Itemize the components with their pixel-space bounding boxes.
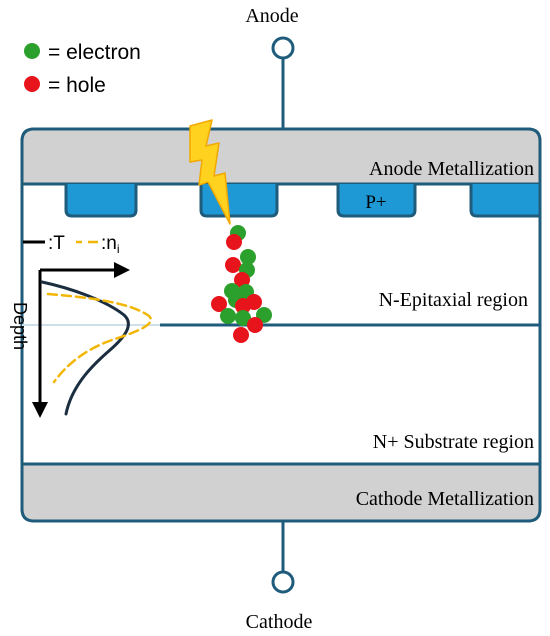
legend-electron-dot — [24, 43, 40, 59]
cathode-terminal — [271, 570, 295, 594]
legend-ni-label: :ni — [101, 233, 120, 256]
intrinsic-carrier-profile-curve — [46, 292, 152, 384]
lightning-strike-icon — [189, 119, 231, 225]
legend-hole-label: = hole — [48, 74, 106, 97]
p-plus-implant-3 — [336, 184, 417, 218]
epi-region-label: N-Epitaxial region — [379, 289, 528, 311]
inset-profile: :T :ni Depth — [10, 233, 152, 418]
substrate-region-label: N+ Substrate region — [373, 431, 534, 453]
anode-metallization-label: Anode Metallization — [369, 158, 534, 180]
carrier-cluster — [211, 225, 272, 343]
legend-electron-label: = electron — [48, 41, 141, 64]
p-plus-label: P+ — [365, 192, 386, 213]
p-plus-implant-1 — [64, 184, 138, 218]
hole — [247, 317, 263, 333]
cathode-label: Cathode — [246, 611, 313, 633]
electron — [220, 308, 236, 324]
p-plus-implant-4 — [469, 184, 542, 218]
anode-metallization — [20, 127, 542, 186]
hole — [211, 296, 227, 312]
electron — [235, 310, 251, 326]
electron — [240, 249, 256, 265]
value-axis-arrowhead-icon — [114, 262, 130, 278]
cathode-metallization-label: Cathode Metallization — [356, 488, 534, 510]
hole — [226, 234, 242, 250]
hole — [235, 298, 251, 314]
hole — [225, 257, 241, 273]
cathode-metallization — [20, 462, 542, 523]
hole — [233, 327, 249, 343]
depth-axis-arrowhead-icon — [32, 402, 48, 418]
depth-axis-label: Depth — [10, 302, 30, 350]
legend-hole-dot — [24, 76, 40, 92]
temperature-profile-curve — [40, 280, 130, 416]
legend-t-label: :T — [48, 233, 65, 254]
anode-label: Anode — [245, 5, 298, 27]
anode-terminal — [271, 36, 295, 60]
